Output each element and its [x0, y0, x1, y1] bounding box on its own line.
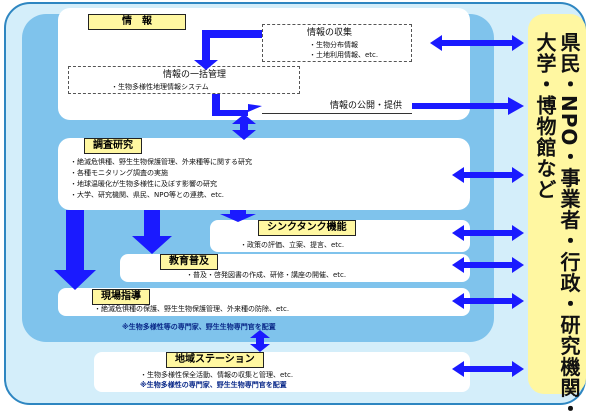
info-management-box: 情報の一括管理 ・生物多様性地理情報システム: [68, 66, 300, 94]
info-collection-box: 情報の収集 ・生物分布情報 ・土地利用情報、etc.: [262, 24, 412, 62]
field-station-arrow: [250, 330, 270, 352]
info-publication-box: 情報の公開・提供: [262, 98, 412, 114]
station-stakeholders-arrow: [452, 361, 524, 377]
publication-stakeholders-arrow: [412, 97, 524, 115]
research-item: ・各種モニタリング調査の実施: [70, 169, 168, 177]
stakeholders-collection-arrow: [430, 35, 524, 51]
stakeholders-label-1: 県民・NPO・事業者・行政・研究機関・: [557, 32, 581, 419]
research-item: ・大学、研究機関、県民、NPO等との連携、etc.: [70, 191, 225, 199]
stakeholders-box: [528, 14, 586, 394]
info-collection-title: 情報の収集: [307, 28, 353, 38]
field-title: 現場指導: [92, 289, 150, 305]
station-note: ※生物多様性の専門家、野生生物専門官を配置: [140, 381, 287, 389]
research-to-thinktank-arrow: [220, 210, 256, 222]
info-publication-title: 情報の公開・提供: [330, 101, 403, 111]
station-title: 地域ステーション: [166, 352, 264, 368]
education-title: 教育普及: [160, 254, 218, 270]
info-collection-item: ・生物分布情報: [309, 41, 358, 49]
field-note: ※生物多様性等の専門家、野生生物専門官を配置: [122, 323, 276, 331]
collection-to-management-arrow: [194, 30, 262, 70]
research-item: ・地球温暖化が生物多様性に及ぼす影響の研究: [70, 180, 217, 188]
education-stakeholders-arrow: [452, 257, 524, 273]
thinktank-item: ・政策の評価、立案、提言、etc.: [240, 241, 345, 249]
stakeholders-label-2: 大学・博物館など: [533, 32, 557, 200]
info-management-item: ・生物多様性地理情報システム: [111, 83, 209, 91]
thinktank-title: シンクタンク機能: [258, 220, 356, 236]
research-to-education-arrow: [132, 210, 172, 254]
info-management-title: 情報の一括管理: [163, 70, 227, 80]
station-panel: [94, 352, 470, 392]
station-item: ・生物多様性保全活動、情報の収集と管理、etc.: [140, 371, 294, 379]
info-title: 情 報: [88, 14, 186, 30]
research-to-field-arrow: [54, 210, 96, 290]
info-collection-item: ・土地利用情報、etc.: [309, 51, 379, 59]
field-stakeholders-arrow: [452, 293, 524, 309]
info-research-arrow: [232, 114, 256, 140]
research-stakeholders-arrow: [452, 167, 524, 183]
thinktank-stakeholders-arrow: [452, 225, 524, 241]
flow-arrows: [54, 30, 524, 377]
research-title: 調査研究: [84, 138, 142, 154]
management-to-publication-arrow: [212, 94, 262, 116]
education-item: ・普及・啓発図書の作成、研修・講座の開催、etc.: [186, 271, 347, 279]
field-item: ・絶滅危惧種の保護、野生生物保護管理、外来種の防除、etc.: [94, 305, 290, 313]
research-item: ・絶滅危惧種、野生生物保護管理、外来種等に関する研究: [70, 158, 252, 166]
